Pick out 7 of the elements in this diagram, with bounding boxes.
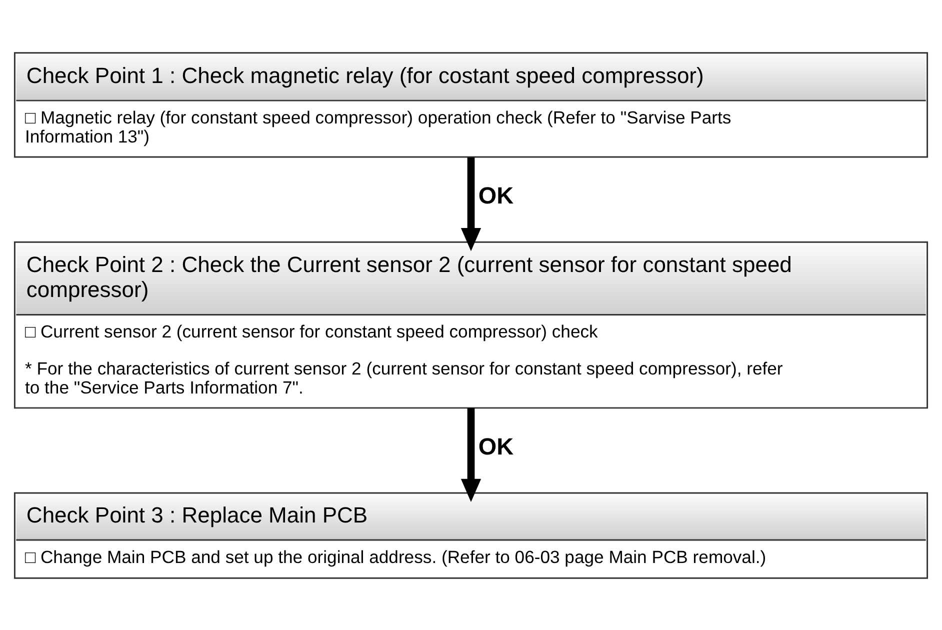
- node-box: Check Point 2 : Check the Current sensor 2 (current sensor for constant speed compressor) □ Current sensor 2 (current sensor for constant speed compressor) check * For the characteristics of current sensor 2 (current sensor for constant speed compressor), refer to the "Service Parts Information 7".: [14, 240, 928, 408]
- edge-label: OK: [478, 182, 514, 208]
- edge-label: OK: [478, 433, 514, 460]
- node-box: Check Point 1 : Check magnetic relay (for costant speed compressor) □ Magnetic relay (for constant speed compressor) operation check (Refer to "Sarvise Parts Information 13"): [14, 52, 928, 158]
- arrow: [460, 156, 482, 251]
- arrow: [460, 407, 482, 502]
- node-box: Check Point 3 : Replace Main PCB □ Change Main PCB and set up the original address. (Refer to 06-03 page Main PCB removal.): [14, 492, 928, 578]
